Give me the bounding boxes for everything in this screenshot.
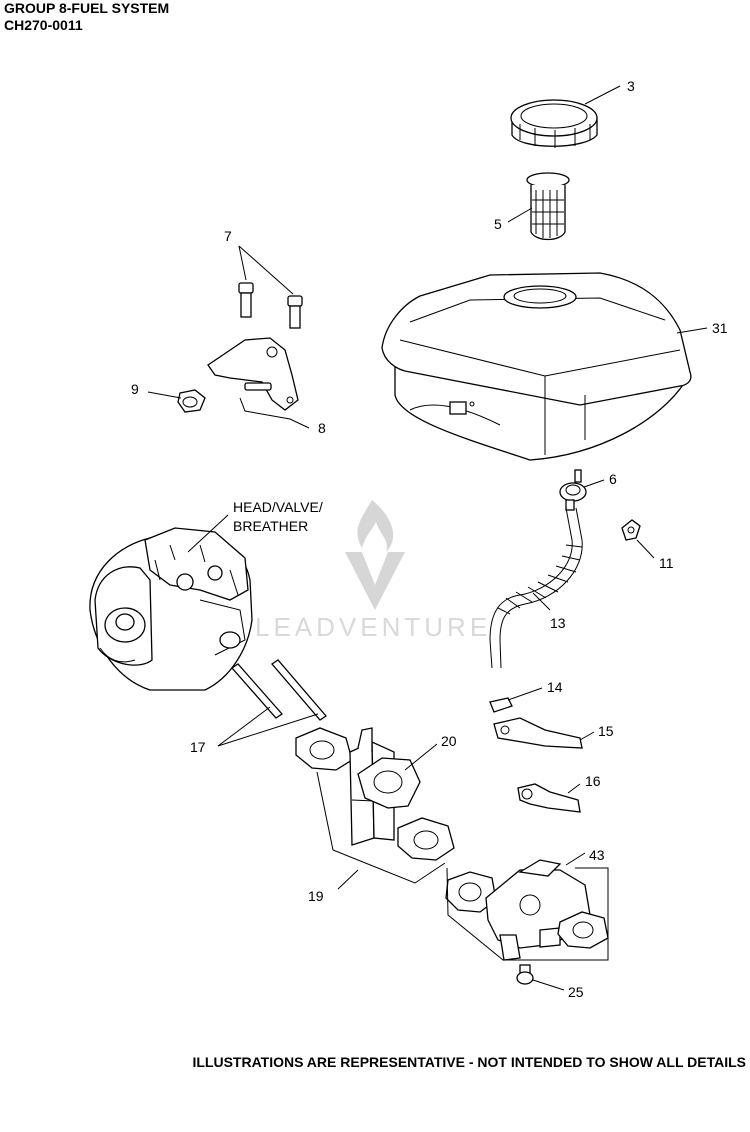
watermark-text: LEADVENTURE <box>255 612 491 642</box>
carburetor-assembly <box>445 859 609 961</box>
hose-clamp <box>489 697 513 713</box>
flange-nut <box>177 389 206 413</box>
callout-43: 43 <box>589 847 605 863</box>
callout-17: 17 <box>190 739 206 755</box>
fuel-strainer <box>526 172 570 241</box>
head-label-line1: HEAD/VALVE/ <box>233 499 323 515</box>
diagram-code: CH270-0011 <box>4 17 83 33</box>
callout-25: 25 <box>568 984 584 1000</box>
choke-lever <box>493 717 583 749</box>
callout-5: 5 <box>494 216 502 232</box>
watermark-logo: LEADVENTURE <box>255 500 491 642</box>
fuel-tank <box>381 272 692 461</box>
carburetor-insulator <box>357 757 421 809</box>
disclaimer-footer: ILLUSTRATIONS ARE REPRESENTATIVE - NOT I… <box>192 1054 746 1070</box>
diagram-title: GROUP 8-FUEL SYSTEM <box>4 0 170 16</box>
fuel-valve-grommet <box>559 469 587 511</box>
callout-9: 9 <box>131 381 139 397</box>
callout-20: 20 <box>441 733 457 749</box>
hose-clip <box>621 519 641 541</box>
fuel-cap <box>510 99 598 148</box>
callout-3: 3 <box>627 78 635 94</box>
callout-15: 15 <box>598 723 614 739</box>
drain-screw <box>516 964 534 985</box>
throttle-lever <box>517 783 581 813</box>
fuel-hose <box>489 507 583 669</box>
callout-13: 13 <box>550 615 566 631</box>
callout-7: 7 <box>224 228 232 244</box>
callout-14: 14 <box>547 679 563 695</box>
callout-31: 31 <box>712 320 728 336</box>
callout-8: 8 <box>318 420 326 436</box>
callout-16: 16 <box>585 773 601 789</box>
tank-bracket <box>207 337 299 411</box>
bolts <box>238 282 303 329</box>
cylinder-head-assembly <box>89 527 253 691</box>
callout-6: 6 <box>609 471 617 487</box>
callout-19: 19 <box>308 888 324 904</box>
head-label-line2: BREATHER <box>233 518 308 534</box>
studs <box>231 659 327 721</box>
callout-11: 11 <box>659 555 674 571</box>
